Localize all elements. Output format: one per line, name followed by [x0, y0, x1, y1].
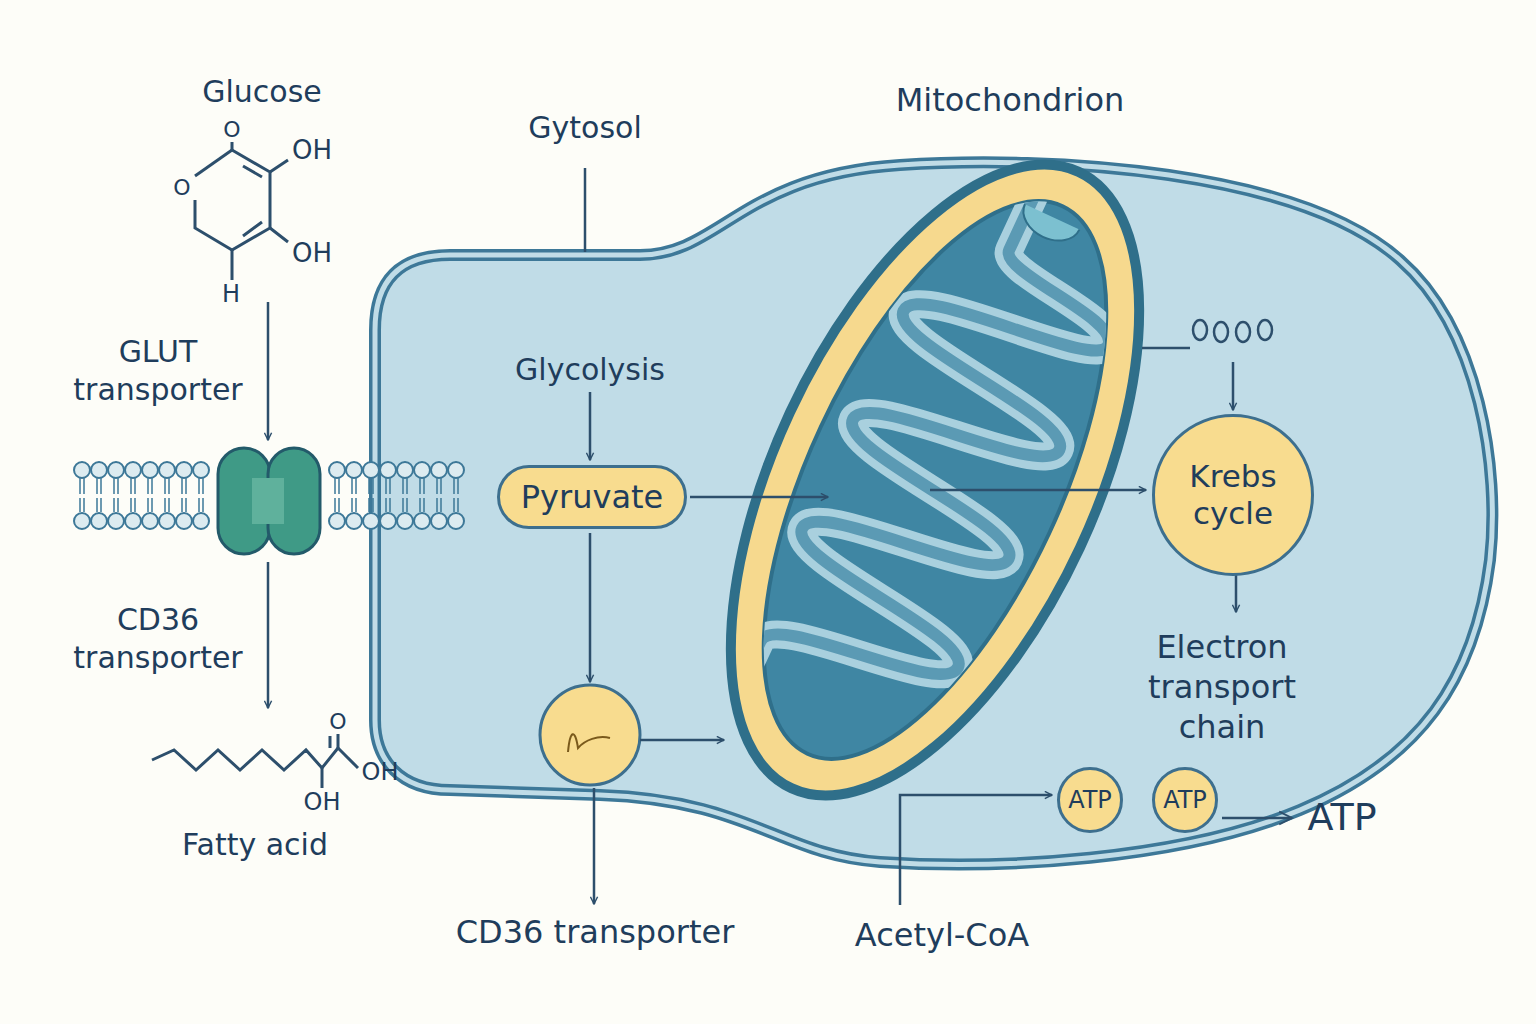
arrow-line [593, 788, 596, 904]
label: CD36 transporter [456, 912, 735, 952]
node-text: ATP [1163, 786, 1207, 815]
label: GLUT transporter [53, 333, 263, 408]
label: ATP [1307, 794, 1376, 842]
mitochondrion [646, 104, 1223, 856]
label: H [222, 279, 240, 309]
fatty-acid-structure [152, 734, 358, 788]
process-circle: Krebs cycle [1152, 414, 1314, 576]
molecule-beads [1193, 320, 1272, 342]
arrow-line [930, 489, 1146, 492]
arrow-line [589, 392, 592, 460]
arrow-line [584, 168, 587, 252]
label: O [329, 708, 346, 736]
process-circle: ATP [1057, 767, 1123, 833]
process-pill: Pyruvate [497, 465, 687, 529]
label: Mitochondrion [896, 80, 1125, 120]
label: Glucose [202, 73, 322, 111]
node-text: Pyruvate [521, 478, 663, 516]
glucose-structure [195, 142, 288, 280]
arrow-line [589, 533, 592, 682]
arrow-line [690, 496, 828, 499]
label: Fatty acid [182, 826, 328, 864]
arrow-line [640, 739, 724, 742]
label: OH [292, 237, 332, 270]
node-text: ATP [1068, 786, 1112, 815]
arrow-line [267, 302, 270, 440]
intermediate-circle [540, 685, 640, 785]
arrow-line [267, 562, 270, 708]
arrows [268, 168, 1292, 905]
glut-transporter-symbol [218, 448, 320, 554]
process-circle: ATP [1152, 767, 1218, 833]
label: O [223, 116, 240, 144]
arrow-line [1232, 362, 1235, 410]
label: Acetyl-CoA [855, 915, 1029, 955]
label: OH [304, 787, 341, 817]
label: Gytosol [528, 109, 641, 147]
node-text: Krebs cycle [1168, 458, 1298, 532]
arrow-line [1142, 347, 1190, 350]
arrow-line [1222, 817, 1292, 820]
label: OH [362, 757, 399, 787]
label: Glycolysis [515, 351, 665, 389]
label: O [173, 174, 190, 202]
arrow-line [900, 795, 1052, 905]
label: CD36 transporter [53, 601, 263, 676]
label: OH [292, 134, 332, 167]
arrow-line [1235, 574, 1238, 612]
label: Electron transport chain [1127, 627, 1317, 747]
